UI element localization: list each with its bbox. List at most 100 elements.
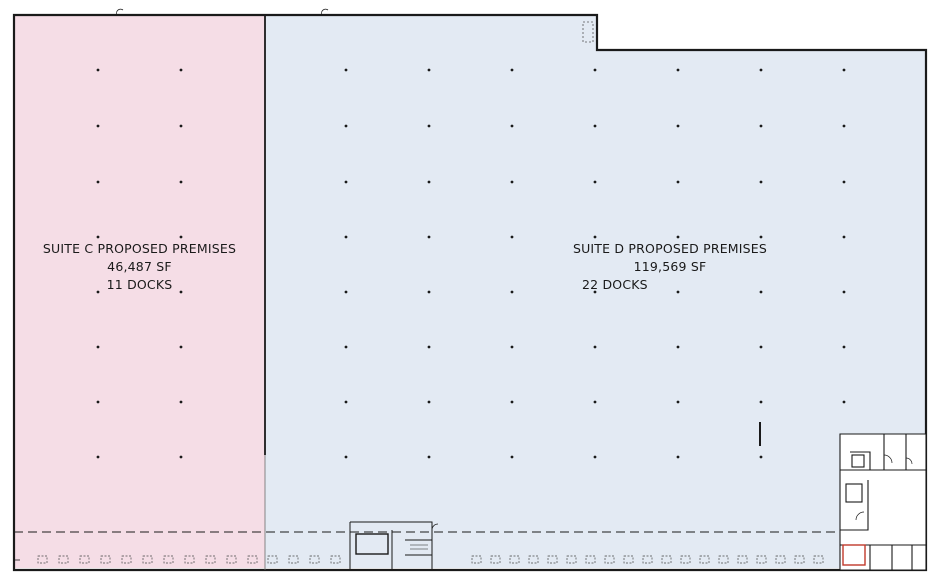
- column-dot: [96, 400, 100, 404]
- column-dot: [510, 124, 514, 128]
- column-dot: [593, 400, 597, 404]
- column-dot: [427, 180, 431, 184]
- dock-door: [58, 555, 69, 564]
- column-dot: [96, 235, 100, 239]
- door-swing: [321, 8, 329, 16]
- column-dot: [96, 455, 100, 459]
- column-dot: [676, 235, 680, 239]
- column-dot: [427, 400, 431, 404]
- column-dot: [842, 235, 846, 239]
- column-dot: [427, 455, 431, 459]
- column-dot: [842, 124, 846, 128]
- column-dot: [593, 68, 597, 72]
- column-dot: [676, 345, 680, 349]
- suite-d-label: SUITE D PROPOSED PREMISES 119,569 SF 22 …: [520, 240, 820, 294]
- column-dot: [510, 400, 514, 404]
- dock-door: [680, 555, 691, 564]
- dock-door: [528, 555, 539, 564]
- column-dot: [427, 290, 431, 294]
- dock-door: [121, 555, 132, 564]
- column-dot: [179, 400, 183, 404]
- column-dot: [759, 68, 763, 72]
- door-swing: [116, 8, 124, 16]
- dock-door: [566, 555, 577, 564]
- dock-door: [718, 555, 729, 564]
- column-dot: [676, 68, 680, 72]
- dock-door: [267, 555, 278, 564]
- column-dot: [842, 68, 846, 72]
- column-dot: [510, 235, 514, 239]
- dock-door: [756, 555, 767, 564]
- column-dot: [427, 68, 431, 72]
- column-dot: [96, 180, 100, 184]
- column-dot: [344, 400, 348, 404]
- dock-door: [737, 555, 748, 564]
- dock-doors: [37, 555, 824, 564]
- red-marker: [842, 544, 866, 566]
- suite-c-docks-text: 11 DOCKS: [106, 277, 173, 292]
- column-dot: [510, 345, 514, 349]
- dock-door: [163, 555, 174, 564]
- column-dot: [842, 345, 846, 349]
- column-dot: [179, 180, 183, 184]
- column-dot: [593, 180, 597, 184]
- column-dot: [179, 124, 183, 128]
- column-dot: [759, 235, 763, 239]
- column-dot: [510, 290, 514, 294]
- dock-door: [509, 555, 520, 564]
- suite-c-title: SUITE C PROPOSED PREMISES: [42, 241, 237, 256]
- column-dot: [179, 455, 183, 459]
- service-room: [349, 521, 439, 570]
- column-dot: [344, 455, 348, 459]
- column-dot: [344, 345, 348, 349]
- dock-door: [699, 555, 710, 564]
- column-dot: [842, 400, 846, 404]
- column-dot: [759, 124, 763, 128]
- column-dot: [427, 345, 431, 349]
- dock-door: [330, 555, 341, 564]
- dock-door: [604, 555, 615, 564]
- column-dot: [344, 124, 348, 128]
- suite-c-area-text: 46,487 SF: [107, 259, 172, 274]
- column-dot: [427, 235, 431, 239]
- dock-door: [205, 555, 216, 564]
- column-dot: [593, 455, 597, 459]
- dock-door: [100, 555, 111, 564]
- dock-door: [642, 555, 653, 564]
- column-dot: [510, 455, 514, 459]
- dock-door: [490, 555, 501, 564]
- column-dot: [344, 68, 348, 72]
- dock-door: [288, 555, 299, 564]
- dock-door: [794, 555, 805, 564]
- column-dot: [510, 68, 514, 72]
- column-dot: [593, 290, 597, 294]
- dock-door: [247, 555, 258, 564]
- dock-door: [585, 555, 596, 564]
- column-dot: [676, 455, 680, 459]
- column-dot: [676, 400, 680, 404]
- column-dot: [96, 290, 100, 294]
- column-dot: [842, 290, 846, 294]
- dock-door: [775, 555, 786, 564]
- column-dot: [96, 124, 100, 128]
- column-dot: [759, 180, 763, 184]
- dock-door: [184, 555, 195, 564]
- dock-door: [547, 555, 558, 564]
- column-dot: [593, 235, 597, 239]
- column-dot: [759, 400, 763, 404]
- column-dot: [593, 345, 597, 349]
- column-dot: [179, 345, 183, 349]
- dock-door: [661, 555, 672, 564]
- dock-door: [37, 555, 48, 564]
- dock-door: [226, 555, 237, 564]
- mech-room: [582, 21, 594, 43]
- office-block: [839, 433, 927, 571]
- dock-door: [142, 555, 153, 564]
- suite-c-area[interactable]: [14, 15, 265, 568]
- column-dot: [344, 235, 348, 239]
- column-dot: [593, 124, 597, 128]
- column-dot: [759, 345, 763, 349]
- dock-door: [623, 555, 634, 564]
- column-dot: [676, 124, 680, 128]
